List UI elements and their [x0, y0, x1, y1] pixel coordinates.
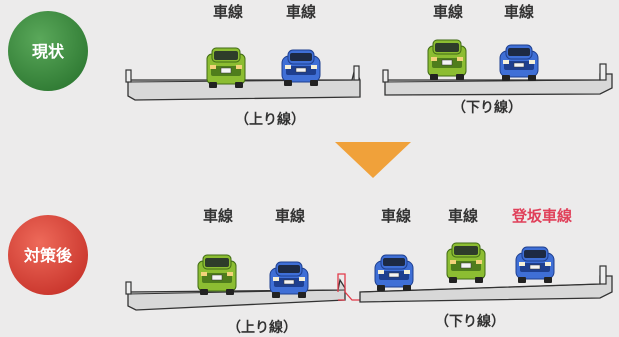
current-down-deck [382, 63, 613, 96]
after-down-caption: （下り線） [435, 313, 505, 330]
after-car-green-2 [446, 242, 486, 284]
current-up-lane-1-label: 車線 [213, 3, 243, 21]
badge-after-label: 対策後 [23, 246, 73, 265]
current-car-blue-1 [281, 49, 321, 87]
current-down-lane-2-label: 車線 [504, 3, 534, 21]
current-car-blue-2 [499, 44, 539, 82]
current-down-lane-1-label: 車線 [433, 3, 463, 21]
after-car-blue-1 [269, 261, 309, 299]
after-down-lane-1-label: 車線 [381, 207, 411, 225]
badge-current-label: 現状 [32, 42, 65, 61]
current-car-green-2 [427, 39, 467, 81]
down-triangle-icon [335, 142, 411, 178]
after-car-green-1 [197, 254, 237, 296]
badge-current: 現状 [8, 11, 88, 91]
after-down-lane-2-label: 車線 [448, 207, 478, 225]
after-car-blue-3 [515, 246, 555, 284]
current-down-caption: （下り線） [452, 99, 522, 116]
current-up-lane-2-label: 車線 [286, 3, 316, 21]
current-up-caption: （上り線） [235, 111, 305, 128]
after-car-blue-2 [374, 254, 414, 292]
badge-after: 対策後 [8, 215, 88, 295]
after-up-lane-2-label: 車線 [275, 207, 305, 225]
after-down-deck [359, 265, 613, 303]
after-up-lane-1-label: 車線 [203, 207, 233, 225]
climbing-lane-label: 登坂車線 [511, 207, 572, 225]
current-car-green-1 [206, 47, 246, 89]
after-up-caption: （上り線） [227, 319, 297, 336]
